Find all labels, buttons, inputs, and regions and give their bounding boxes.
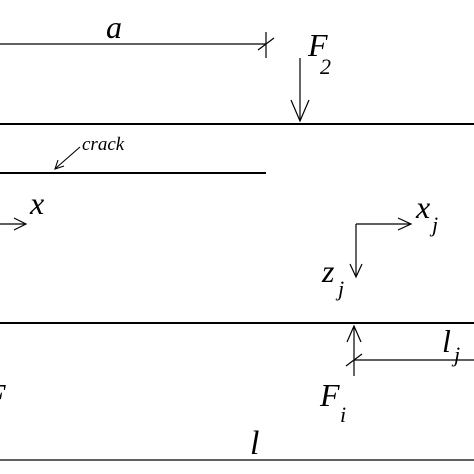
label-Fi-main: F [319,377,340,413]
force-Fi: F i [319,324,362,427]
force-F2: F 2 [290,27,331,123]
label-F-left-partial: F [0,377,6,413]
label-F2-subscript: 2 [320,54,331,79]
label-xj-subscript: j [429,212,438,237]
local-xj-axis-arrowhead [397,217,413,231]
dimension-lj-tick-slash [345,353,363,367]
label-l: l [250,425,259,462]
dimension-l: l [0,425,474,462]
label-lj-main: l [442,323,451,359]
label-lj-subscript: j [451,342,460,367]
label-x: x [29,185,44,221]
crack-leader-arrowhead [54,159,65,170]
dimension-lj: l j [345,323,474,367]
crack: crack [0,134,266,174]
label-a: a [106,9,122,45]
local-coordinate-system: x j z j [321,189,438,301]
crack-leader-line [55,146,81,169]
label-crack: crack [82,134,125,155]
force-F2-arrowhead [290,99,310,123]
label-F2: F [307,27,328,63]
global-x-axis: x [0,185,44,231]
label-xj-main: x [415,189,430,225]
force-Fi-arrowhead [346,324,362,343]
label-F2-main: F [307,27,328,63]
global-x-axis-arrowhead [13,217,28,231]
label-zj-main: z [321,253,335,289]
dimension-a: a [0,9,275,58]
label-Fi-subscript: i [340,402,346,427]
dimension-a-tick-slash [257,37,275,51]
label-zj-subscript: j [335,276,344,301]
local-zj-axis-arrowhead [349,263,363,279]
